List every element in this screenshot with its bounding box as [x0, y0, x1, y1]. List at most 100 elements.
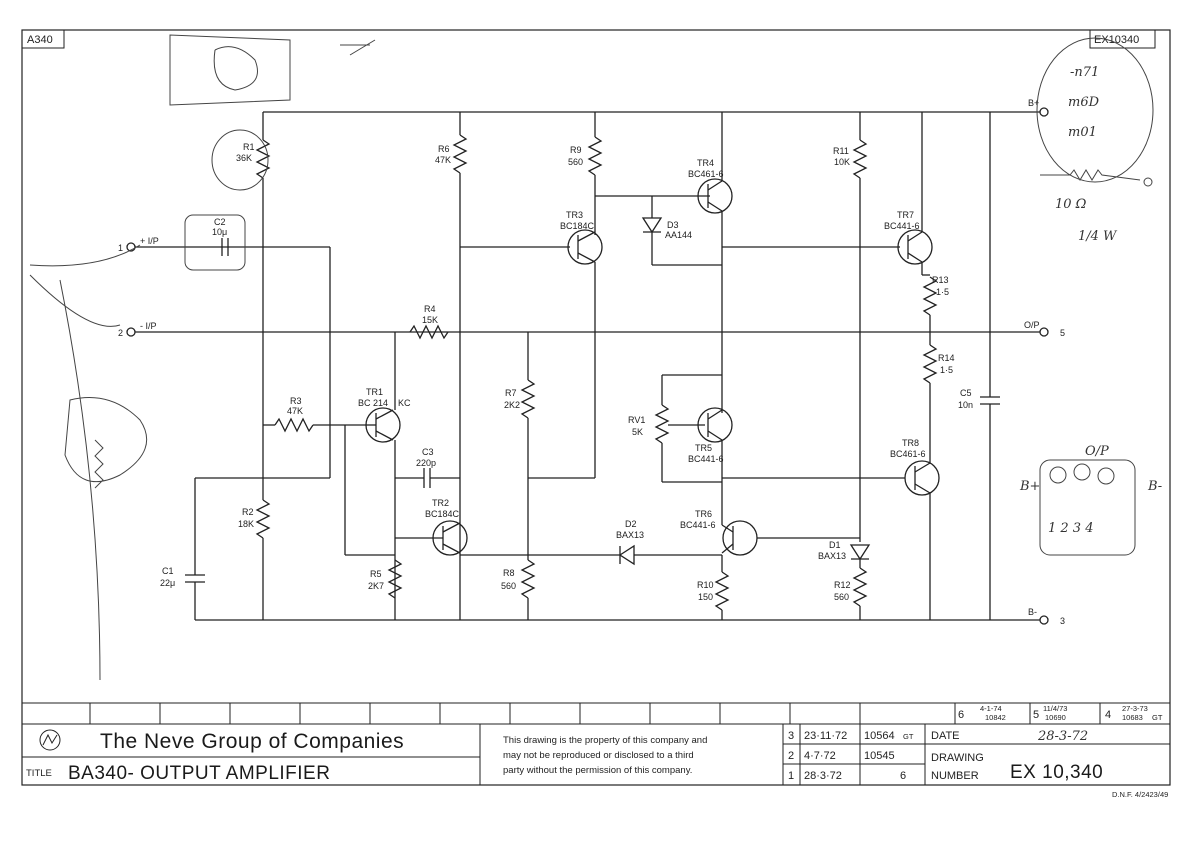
- r7-value: 2K2: [504, 400, 520, 410]
- pencil-sketch-top: [169, 34, 376, 106]
- pencil-pin-3: [1097, 467, 1115, 485]
- r11-resistor: [852, 139, 868, 179]
- c3-value: 220p: [416, 458, 436, 468]
- r8-value: 560: [501, 581, 516, 591]
- d1-diode: [849, 544, 871, 561]
- tr4-transistor: [697, 178, 733, 214]
- terminal-2: [126, 327, 136, 337]
- terminal-1-label: + I/P: [140, 236, 159, 246]
- pencil-circle-r1: [211, 129, 269, 191]
- tr5-c: [707, 409, 723, 420]
- rev-top-4-ref: 10683: [1122, 713, 1143, 722]
- rev-top-5-ref: 10690: [1045, 713, 1066, 722]
- rev-3-ref: 10564: [864, 730, 895, 742]
- pencil-connector: [1039, 459, 1136, 556]
- rv1-ref: RV1: [628, 415, 645, 425]
- pencil-pin-1: [1049, 466, 1067, 484]
- tr1-type: BC 214: [358, 398, 388, 408]
- c5-value: 10n: [958, 400, 973, 410]
- r12-resistor: [852, 567, 868, 607]
- rv1-value: 5K: [632, 427, 643, 437]
- r5-resistor: [387, 559, 403, 599]
- ref-box-right: [1089, 29, 1156, 49]
- r1-value: 36K: [236, 153, 252, 163]
- r10-value: 150: [698, 592, 713, 602]
- r9-value: 560: [568, 157, 583, 167]
- rev-1-no: 1: [788, 770, 794, 782]
- tr2-e: [442, 543, 461, 554]
- terminal-3-label: B-: [1028, 607, 1037, 617]
- terminal-3: [1039, 615, 1049, 625]
- terminal-1-number: 1: [118, 243, 123, 253]
- rev-2-ref: 10545: [864, 750, 895, 762]
- r10-resistor: [714, 571, 730, 611]
- tr5-type: BC441-6: [688, 454, 724, 464]
- hand-note-5: 1/4 W: [1078, 229, 1118, 244]
- rev-3-no: 3: [788, 730, 794, 742]
- terminal-1: [126, 242, 136, 252]
- tr1-ref: TR1: [366, 387, 383, 397]
- tr8-ref: TR8: [902, 438, 919, 448]
- tr3-transistor: [567, 229, 603, 265]
- hand-note-8: B-: [1147, 479, 1162, 494]
- tr6-e: [721, 543, 734, 554]
- r7-resistor: [520, 379, 536, 419]
- pencil-lines-left: [29, 244, 141, 681]
- tr7-c: [907, 231, 923, 242]
- terminal-2-number: 2: [118, 328, 123, 338]
- r6-ref: R6: [438, 144, 450, 154]
- hand-note-4: 10 Ω: [1055, 197, 1087, 212]
- drawing-number: EX 10,340: [1010, 762, 1103, 783]
- terminal-5-label: O/P: [1024, 320, 1040, 330]
- c1-ref: C1: [162, 566, 174, 576]
- disclaimer-line-1: This drawing is the property of this com…: [503, 735, 707, 746]
- tr8-transistor: [904, 460, 940, 496]
- tr3-type: BC184C: [560, 221, 595, 231]
- pencil-resistor: [1040, 169, 1141, 181]
- c2-ref: C2: [214, 217, 226, 227]
- rev-1-ref: 6: [900, 770, 906, 782]
- hand-note-6: O/P: [1085, 444, 1109, 459]
- pencil-circle-right: [1036, 37, 1154, 183]
- rev-top-6-no: 6: [958, 709, 964, 721]
- terminal-2-label: - I/P: [140, 321, 157, 331]
- r2-resistor: [255, 499, 271, 539]
- tr4-type: BC461-6: [688, 169, 724, 179]
- d3-type: AA144: [665, 230, 692, 240]
- pencil-squiggle-left: [64, 397, 148, 489]
- r8-ref: R8: [503, 568, 515, 578]
- disclaimer-line-2: may not be reproduced or disclosed to a …: [503, 750, 694, 761]
- rev-top-4-date: 27-3-73: [1122, 704, 1148, 713]
- number-label: NUMBER: [931, 770, 979, 782]
- r1-resistor: [255, 139, 271, 179]
- r13-value: 1·5: [936, 287, 949, 297]
- r13-ref: R13: [932, 275, 949, 285]
- hand-note-2: m6D: [1068, 95, 1100, 110]
- c2-value: 10μ: [212, 227, 227, 237]
- d3-diode: [641, 217, 663, 234]
- terminal-bplus-label: B+: [1028, 98, 1039, 108]
- terminal-5-number: 5: [1060, 328, 1065, 338]
- tr6-transistor: [722, 520, 758, 556]
- tr7-e: [907, 252, 923, 263]
- tr7-transistor: [897, 229, 933, 265]
- r2-ref: R2: [242, 507, 254, 517]
- hand-note-3: m01: [1068, 125, 1097, 140]
- sheet-ref-left: A340: [27, 34, 53, 46]
- drawing-label: DRAWING: [931, 752, 984, 764]
- rev-top-6-ref: 10842: [985, 713, 1006, 722]
- c1-value: 22μ: [160, 578, 175, 588]
- company-logo: [39, 729, 61, 751]
- rv1-potentiometer: [654, 404, 670, 444]
- tr7-ref: TR7: [897, 210, 914, 220]
- hand-note-9: 1 2 3 4: [1048, 521, 1093, 536]
- tr1-e: [375, 430, 394, 441]
- date-label: DATE: [931, 730, 960, 742]
- r3-ref: R3: [290, 396, 302, 406]
- tr2-ref: TR2: [432, 498, 449, 508]
- terminal-3-number: 3: [1060, 616, 1065, 626]
- footer-code: D.N.F. 4/2423/49: [1112, 790, 1168, 799]
- terminal-bplus: [1039, 107, 1049, 117]
- company-name: The Neve Group of Companies: [100, 730, 404, 753]
